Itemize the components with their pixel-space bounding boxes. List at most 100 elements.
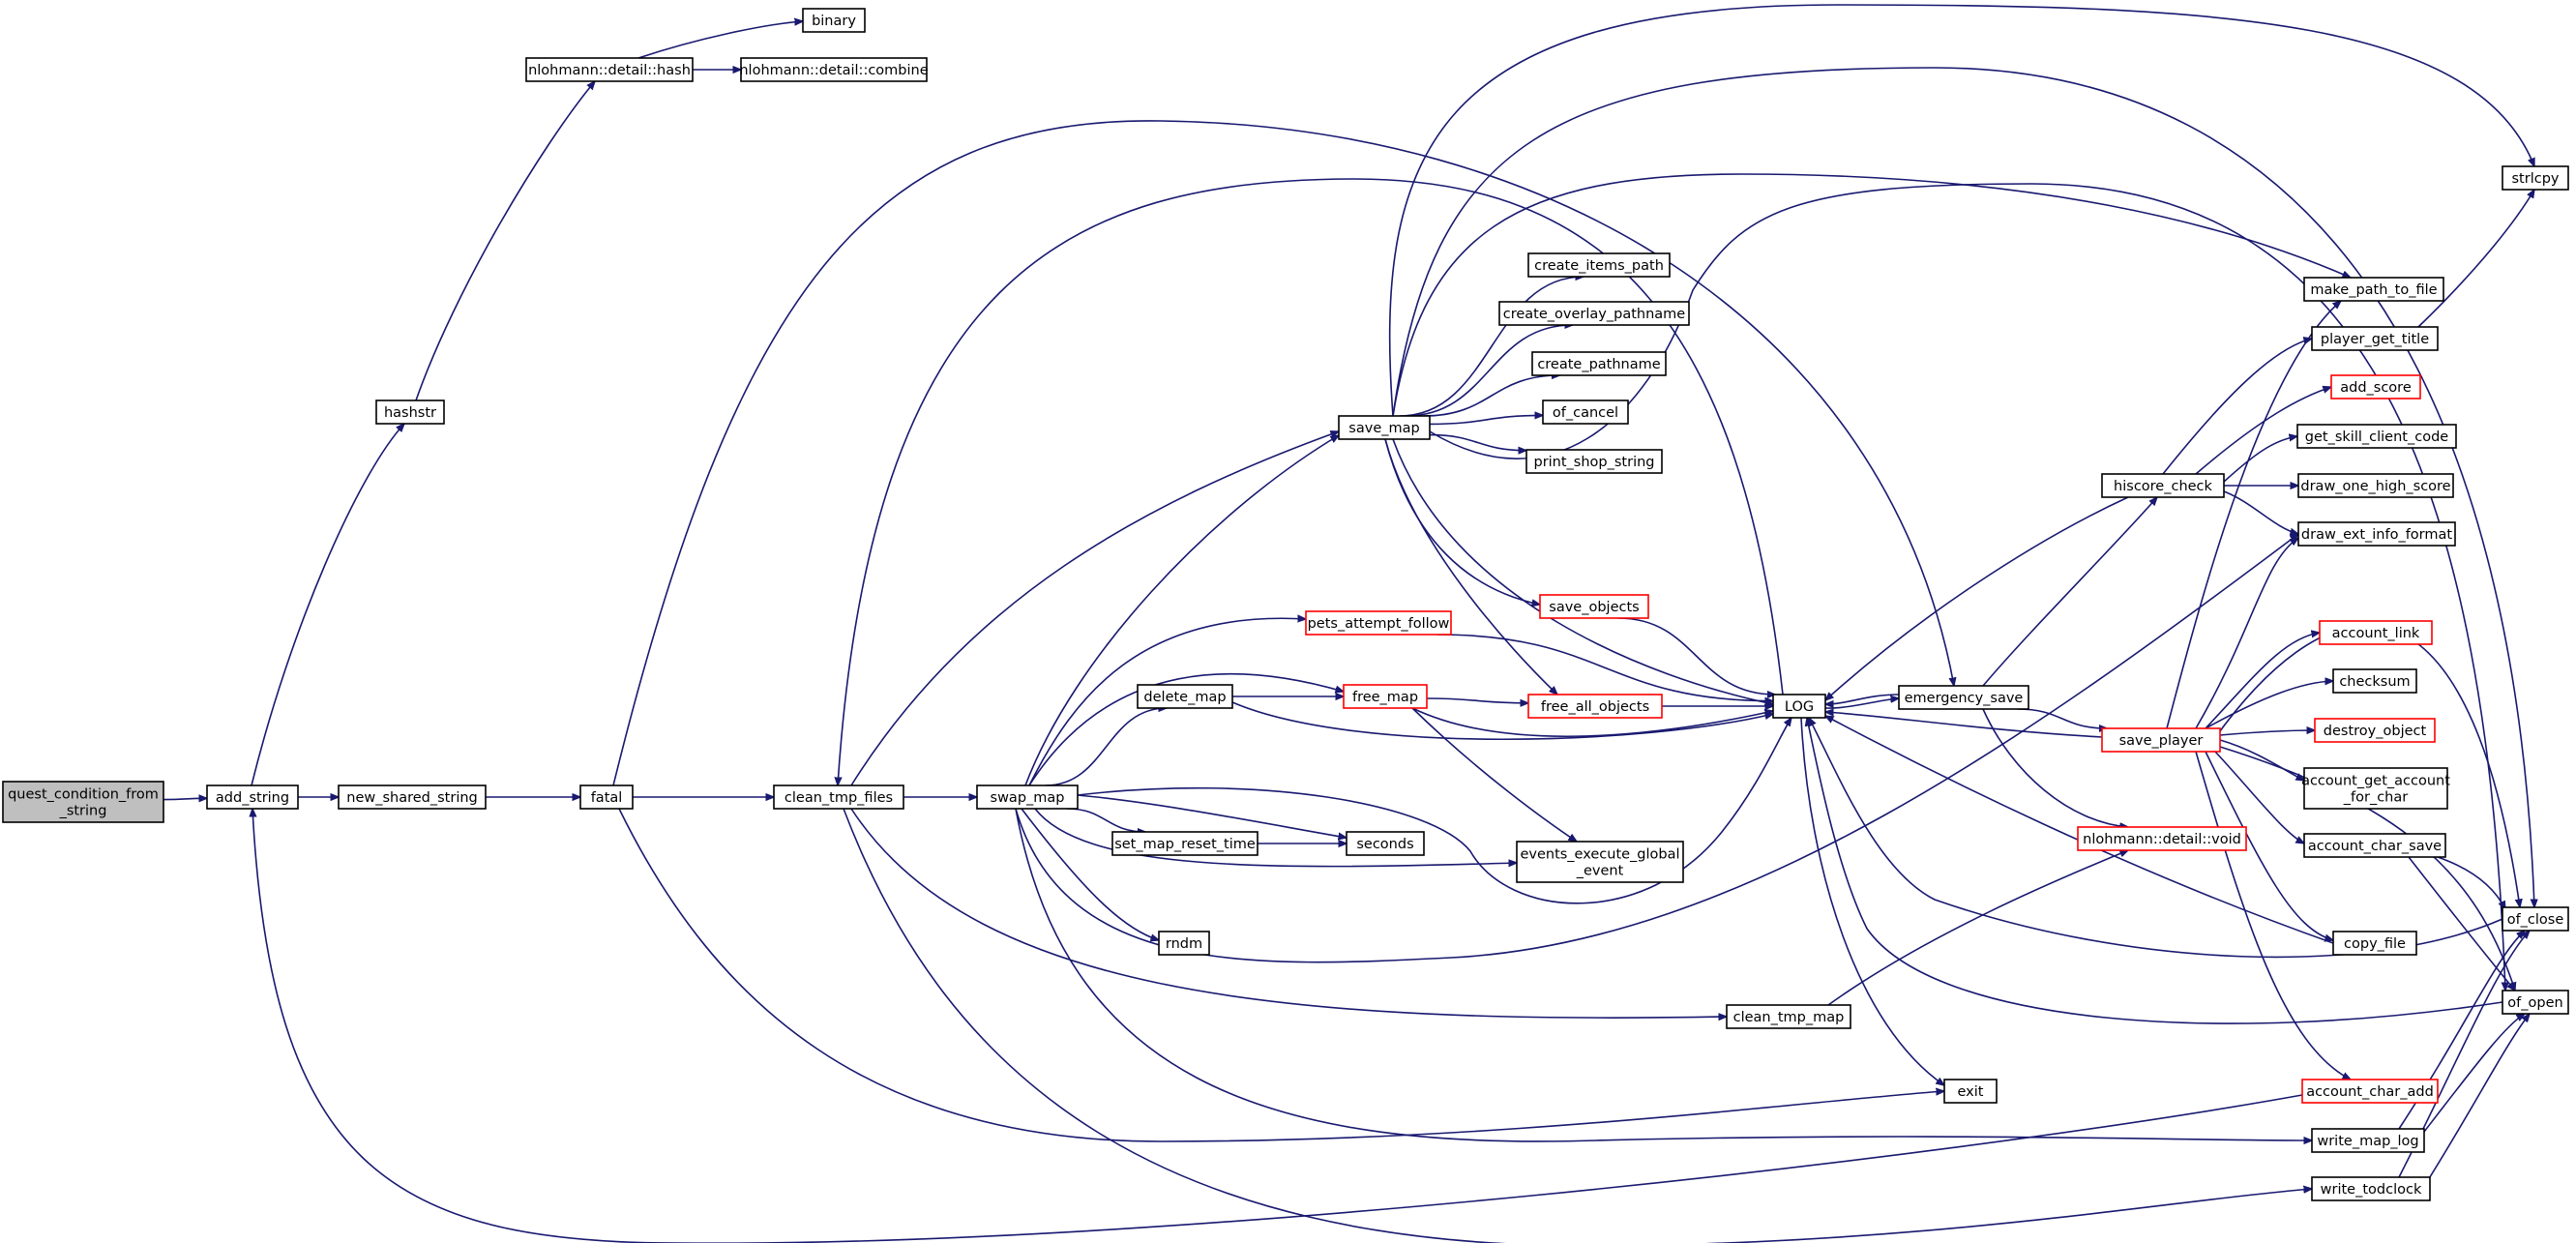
node-box[interactable] <box>2311 326 2439 351</box>
node-box[interactable] <box>579 784 634 810</box>
node-free_all_objects[interactable]: free_all_objects <box>1527 694 1663 719</box>
node-create_items_path[interactable]: create_items_path <box>1527 252 1671 278</box>
node-rndm[interactable]: rndm <box>1158 931 1210 956</box>
node-account_link[interactable]: account_link <box>2319 620 2433 645</box>
node-box[interactable] <box>2303 767 2448 810</box>
node-box[interactable] <box>2332 931 2417 956</box>
node-box[interactable] <box>1346 831 1425 856</box>
node-box[interactable] <box>976 784 1079 810</box>
node-save_player[interactable]: save_player <box>2101 727 2221 753</box>
node-events_execute_global_event[interactable]: events_execute_global_event <box>1516 841 1684 883</box>
node-strlcpy[interactable]: strlcpy <box>2502 165 2569 191</box>
node-box[interactable] <box>2301 1079 2439 1104</box>
node-box[interactable] <box>2303 833 2446 858</box>
node-box[interactable] <box>1158 931 1210 956</box>
node-box[interactable] <box>1726 1004 1851 1029</box>
node-box[interactable] <box>802 8 866 33</box>
node-save_map[interactable]: save_map <box>1338 415 1431 440</box>
node-save_objects[interactable]: save_objects <box>1539 594 1649 619</box>
node-swap_map[interactable]: swap_map <box>976 784 1079 810</box>
node-account_get_account_for_char[interactable]: account_get_account_for_char <box>2301 767 2450 810</box>
node-clean_tmp_map[interactable]: clean_tmp_map <box>1726 1004 1851 1029</box>
node-box[interactable] <box>1542 400 1629 425</box>
node-box[interactable] <box>773 784 904 810</box>
node-print_shop_string[interactable]: print_shop_string <box>1525 449 1663 474</box>
node-nlohmann_combine[interactable]: nlohmann::detail::combine <box>739 57 929 82</box>
node-copy_file[interactable]: copy_file <box>2332 931 2417 956</box>
node-LOG[interactable]: LOG <box>1772 694 1826 719</box>
node-box[interactable] <box>2319 620 2433 645</box>
node-emergency_save[interactable]: emergency_save <box>1898 685 2029 710</box>
node-box[interactable] <box>1111 831 1258 856</box>
node-box[interactable] <box>2 781 164 823</box>
node-add_string[interactable]: add_string <box>206 784 299 810</box>
node-clean_tmp_files[interactable]: clean_tmp_files <box>773 784 904 810</box>
node-quest_condition_from_string[interactable]: quest_condition_from_string <box>2 781 164 823</box>
node-account_char_add[interactable]: account_char_add <box>2301 1079 2439 1104</box>
node-box[interactable] <box>2297 473 2454 498</box>
node-box[interactable] <box>525 57 694 82</box>
node-account_char_save[interactable]: account_char_save <box>2303 833 2446 858</box>
node-player_get_title[interactable]: player_get_title <box>2311 326 2439 351</box>
node-write_map_log[interactable]: write_map_log <box>2311 1128 2425 1153</box>
node-box[interactable] <box>2303 277 2444 302</box>
node-box[interactable] <box>2330 374 2421 400</box>
node-box[interactable] <box>1498 301 1690 326</box>
node-add_score[interactable]: add_score <box>2330 374 2421 400</box>
node-box[interactable] <box>1516 841 1684 883</box>
node-binary[interactable]: binary <box>802 8 866 33</box>
node-fatal[interactable]: fatal <box>579 784 634 810</box>
node-box[interactable] <box>1527 252 1671 278</box>
node-box[interactable] <box>1525 449 1663 474</box>
node-box[interactable] <box>740 57 928 82</box>
node-box[interactable] <box>2314 718 2436 743</box>
node-box[interactable] <box>1305 610 1452 636</box>
node-box[interactable] <box>1137 684 1233 709</box>
node-box[interactable] <box>2077 826 2247 851</box>
node-get_skill_client_code[interactable]: get_skill_client_code <box>2296 424 2457 449</box>
node-box[interactable] <box>2502 906 2569 932</box>
node-hiscore_check[interactable]: hiscore_check <box>2101 473 2225 498</box>
node-delete_map[interactable]: delete_map <box>1137 684 1233 709</box>
node-box[interactable] <box>375 400 445 425</box>
node-box[interactable] <box>2311 1128 2425 1153</box>
node-set_map_reset_time[interactable]: set_map_reset_time <box>1111 831 1258 856</box>
node-box[interactable] <box>2502 165 2569 191</box>
node-box[interactable] <box>1343 684 1428 709</box>
node-box[interactable] <box>2101 473 2225 498</box>
node-of_cancel[interactable]: of_cancel <box>1542 400 1629 425</box>
node-draw_ext_info_format[interactable]: draw_ext_info_format <box>2297 521 2456 547</box>
node-exit[interactable]: exit <box>1943 1079 1998 1104</box>
node-box[interactable] <box>2297 521 2456 547</box>
node-write_todclock[interactable]: write_todclock <box>2311 1176 2431 1201</box>
node-box[interactable] <box>2101 727 2221 753</box>
node-box[interactable] <box>2311 1176 2431 1201</box>
node-box[interactable] <box>1772 694 1826 719</box>
node-nlohmann_hash[interactable]: nlohmann::detail::hash <box>525 57 694 82</box>
node-destroy_object[interactable]: destroy_object <box>2314 718 2436 743</box>
node-box[interactable] <box>2296 424 2457 449</box>
node-box[interactable] <box>2502 990 2569 1015</box>
node-create_overlay_pathname[interactable]: create_overlay_pathname <box>1498 301 1690 326</box>
node-make_path_to_file[interactable]: make_path_to_file <box>2303 277 2444 302</box>
node-free_map[interactable]: free_map <box>1343 684 1428 709</box>
node-box[interactable] <box>1943 1079 1998 1104</box>
node-box[interactable] <box>1338 415 1431 440</box>
node-hashstr[interactable]: hashstr <box>375 400 445 425</box>
node-box[interactable] <box>1527 694 1663 719</box>
node-of_close[interactable]: of_close <box>2502 906 2569 932</box>
node-box[interactable] <box>2332 668 2417 694</box>
node-pets_attempt_follow[interactable]: pets_attempt_follow <box>1305 610 1452 636</box>
node-box[interactable] <box>1898 685 2029 710</box>
node-draw_one_high_score[interactable]: draw_one_high_score <box>2297 473 2454 498</box>
node-new_shared_string[interactable]: new_shared_string <box>338 784 487 810</box>
node-box[interactable] <box>1539 594 1649 619</box>
node-box[interactable] <box>206 784 299 810</box>
node-seconds[interactable]: seconds <box>1346 831 1425 856</box>
node-of_open[interactable]: of_open <box>2502 990 2569 1015</box>
node-checksum[interactable]: checksum <box>2332 668 2417 694</box>
node-create_pathname[interactable]: create_pathname <box>1531 351 1667 376</box>
node-box[interactable] <box>338 784 487 810</box>
node-box[interactable] <box>1531 351 1667 376</box>
node-nlohmann_void[interactable]: nlohmann::detail::void <box>2077 826 2247 851</box>
